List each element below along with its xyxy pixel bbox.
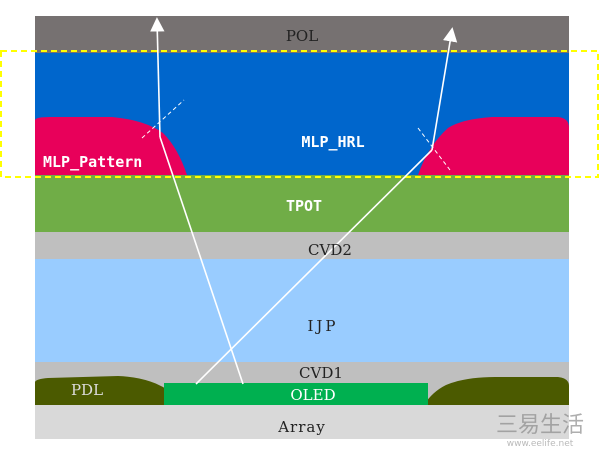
normal-line-right — [417, 127, 451, 171]
pdl-right — [424, 377, 569, 405]
cvd2-layer — [35, 232, 569, 259]
light-ray-left-out — [150, 17, 165, 138]
array-label: Array — [277, 418, 326, 436]
pdl-left — [35, 376, 183, 405]
cvd1-label: CVD1 — [299, 364, 343, 382]
cvd2-label: CVD2 — [308, 241, 352, 259]
ijp-label: IJP — [307, 317, 338, 335]
watermark-main: 三易生活 — [496, 413, 584, 438]
light-ray-left-in — [159, 136, 244, 385]
light-ray-right-in — [195, 149, 433, 385]
mlp-hrl-label: MLP_HRL — [301, 133, 364, 151]
pdl-label: PDL — [71, 381, 103, 399]
light-ray-right-out — [431, 27, 458, 151]
array-layer — [35, 405, 569, 439]
oled-layer — [164, 383, 428, 405]
mlp-highlight-box — [0, 50, 599, 178]
normal-line-left — [141, 99, 185, 139]
oled-label: OLED — [290, 386, 335, 404]
pol-layer — [35, 16, 569, 53]
mlp-pattern-right — [418, 117, 569, 175]
tpot-label: TPOT — [286, 197, 322, 215]
mlp-pattern-label: MLP_Pattern — [43, 153, 142, 171]
tpot-layer — [35, 175, 569, 232]
ijp-layer — [35, 259, 569, 362]
pol-label: POL — [286, 27, 318, 45]
watermark-sub: www.eelife.net — [507, 439, 574, 449]
